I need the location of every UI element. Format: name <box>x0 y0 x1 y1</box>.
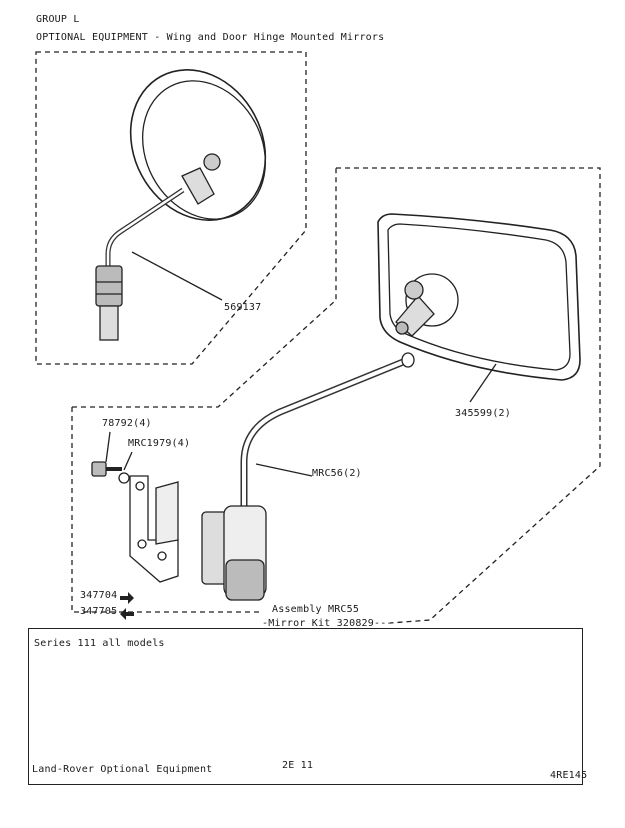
part-label-347704: 347704 <box>80 590 118 601</box>
leader-line-569137 <box>131 251 223 301</box>
wing-mirror-dashed-panel <box>35 51 307 365</box>
footer-reference: 4RE145 <box>550 770 588 781</box>
part-label-mrc1979: MRC1979(4) <box>128 438 191 449</box>
part-label-569137: 569137 <box>224 302 262 313</box>
left-arrow-icon <box>120 608 134 620</box>
kit-label: -Mirror Kit 320829--- <box>262 618 393 629</box>
models-text: Series 111 all models <box>34 638 165 649</box>
screw-washer-drawing <box>91 461 130 484</box>
right-arrow-icon <box>120 592 134 604</box>
leader-line-345599 <box>469 363 497 403</box>
door-mirror-head-drawing <box>377 213 581 381</box>
bracket-drawing <box>129 475 179 583</box>
door-mirror-dashed-panel <box>71 167 601 624</box>
part-label-347705: 347705 <box>80 606 118 617</box>
kit-label-text: Mirror Kit 320829 <box>268 618 374 629</box>
part-label-345599: 345599(2) <box>455 408 511 419</box>
leader-line-78792 <box>105 431 111 463</box>
part-label-78792: 78792(4) <box>102 418 152 429</box>
page-title: OPTIONAL EQUIPMENT - Wing and Door Hinge… <box>36 32 385 43</box>
footer-left-text: Land-Rover Optional Equipment <box>32 764 213 775</box>
mirror-diagram <box>35 51 601 624</box>
footer-page-number: 2E 11 <box>282 760 314 771</box>
leader-line-mrc56 <box>255 463 313 477</box>
group-label: GROUP L <box>36 14 80 25</box>
leader-line-mrc1979 <box>123 451 133 471</box>
door-mirror-arm-drawing <box>240 352 415 508</box>
wing-mirror-drawing <box>95 69 267 341</box>
notes-box <box>28 628 583 785</box>
part-label-mrc56: MRC56(2) <box>312 468 362 479</box>
assembly-label: Assembly MRC55 <box>272 604 360 615</box>
hinge-clamp-drawing <box>201 505 267 601</box>
